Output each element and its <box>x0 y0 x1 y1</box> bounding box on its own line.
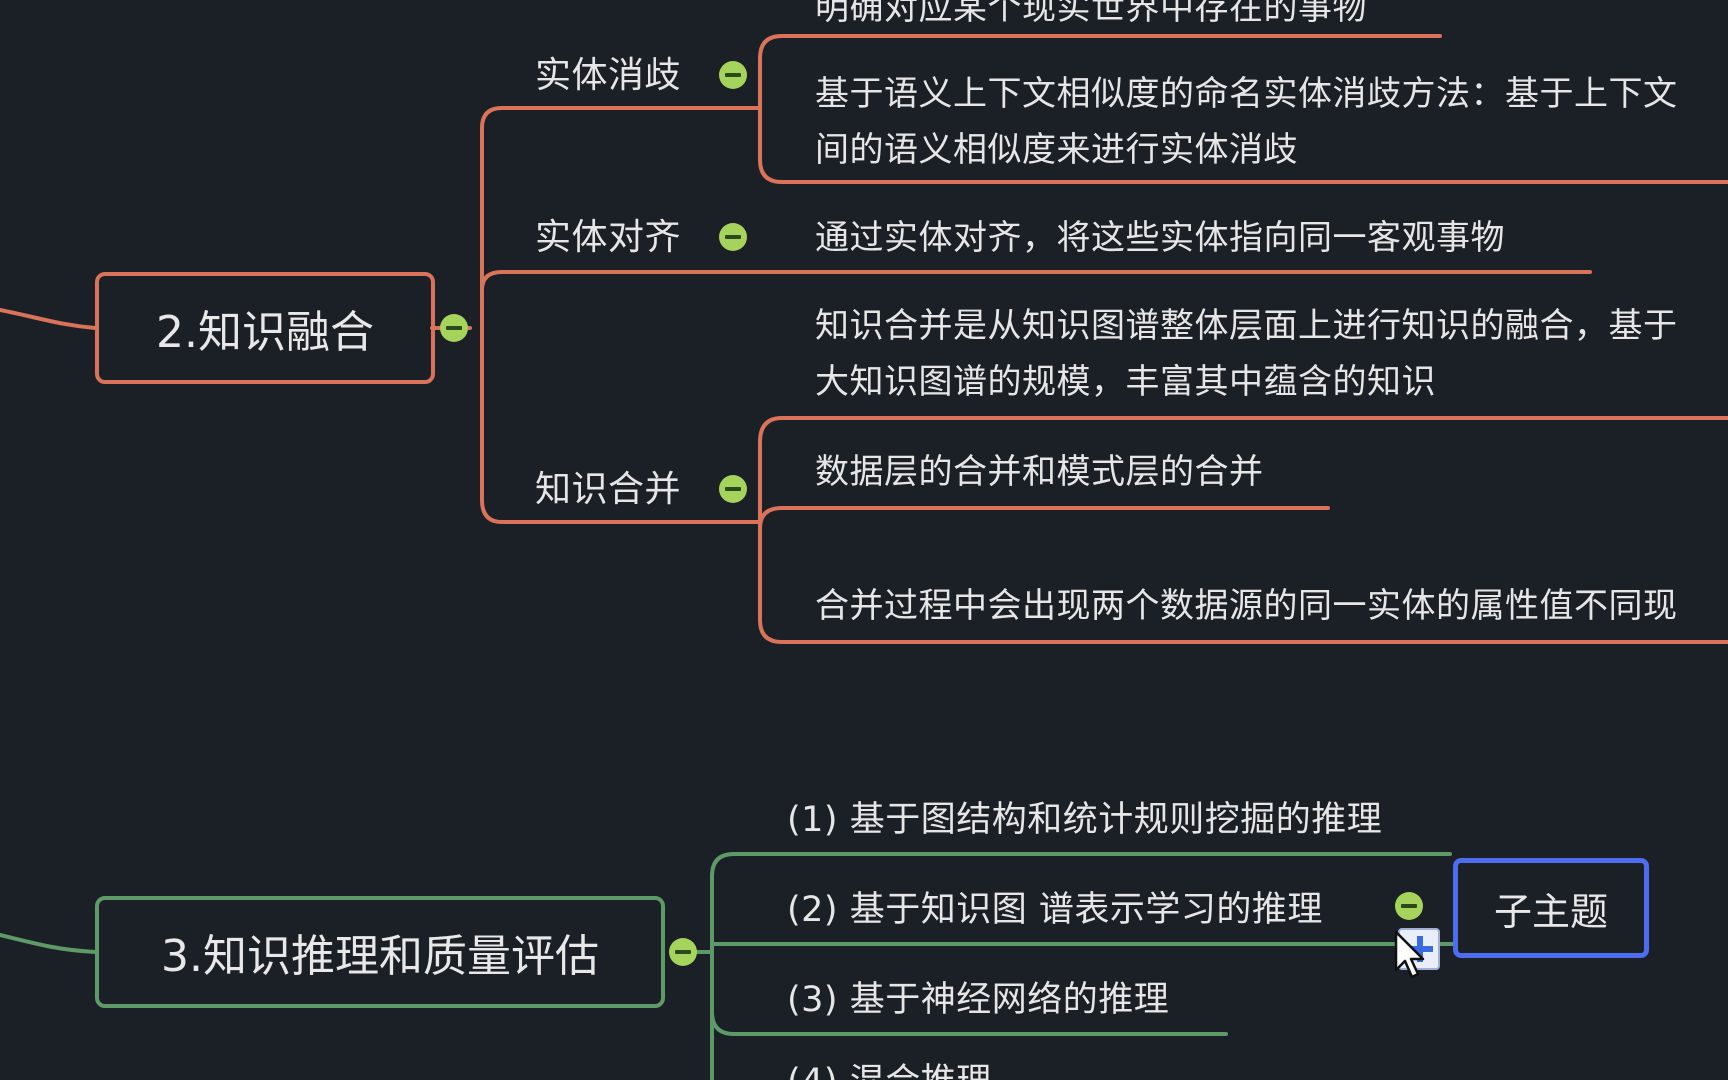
detail-text[interactable]: 合并过程中会出现两个数据源的同一实体的属性值不同现 <box>815 586 1678 626</box>
branch-knowledge-merge[interactable]: 知识合并 <box>535 469 682 510</box>
collapse-icon[interactable] <box>719 223 747 251</box>
detail-text[interactable]: 明确对应某个现实世界中存在的事物 <box>815 0 1367 28</box>
fusion-root-link <box>0 308 97 330</box>
topic-knowledge-fusion[interactable]: 2.知识融合 <box>95 272 435 384</box>
reasoning-item[interactable]: (4) 混合推理 <box>787 1054 992 1080</box>
topic-knowledge-reasoning[interactable]: 3.知识推理和质量评估 <box>95 896 665 1008</box>
alignment-branch <box>480 270 1592 292</box>
branch-entity-disambiguation[interactable]: 实体消歧 <box>535 55 682 96</box>
detail-text[interactable]: 知识合并是从知识图谱整体层面上进行知识的融合，基于 <box>815 306 1678 346</box>
reasoning-item[interactable]: (3) 基于神经网络的推理 <box>787 980 1170 1020</box>
detail-text[interactable]: 间的语义相似度来进行实体消歧 <box>815 130 1298 170</box>
detail-text[interactable]: 数据层的合并和模式层的合并 <box>815 452 1264 492</box>
new-subtopic-selected[interactable]: 子主题 <box>1453 858 1649 958</box>
collapse-icon[interactable] <box>1395 892 1423 920</box>
collapse-icon[interactable] <box>669 938 697 966</box>
reasoning-item[interactable]: (2) 基于知识图 谱表示学习的推理 <box>787 890 1323 930</box>
collapse-icon[interactable] <box>440 314 468 342</box>
detail-text[interactable]: 大知识图谱的规模，丰富其中蕴含的知识 <box>815 362 1436 402</box>
mouse-cursor-icon <box>1394 930 1425 979</box>
collapse-icon[interactable] <box>719 61 747 89</box>
reasoning-item[interactable]: (1) 基于图结构和统计规则挖掘的推理 <box>787 800 1383 840</box>
merge-detail-2 <box>758 506 1330 530</box>
fusion-spine <box>480 106 762 492</box>
collapse-icon[interactable] <box>719 475 747 503</box>
branch-entity-alignment[interactable]: 实体对齐 <box>535 217 682 258</box>
detail-text[interactable]: 基于语义上下文相似度的命名实体消歧方法：基于上下文 <box>815 74 1678 114</box>
detail-text[interactable]: 通过实体对齐，将这些实体指向同一客观事物 <box>815 218 1505 258</box>
reasoning-root-link <box>0 933 97 954</box>
